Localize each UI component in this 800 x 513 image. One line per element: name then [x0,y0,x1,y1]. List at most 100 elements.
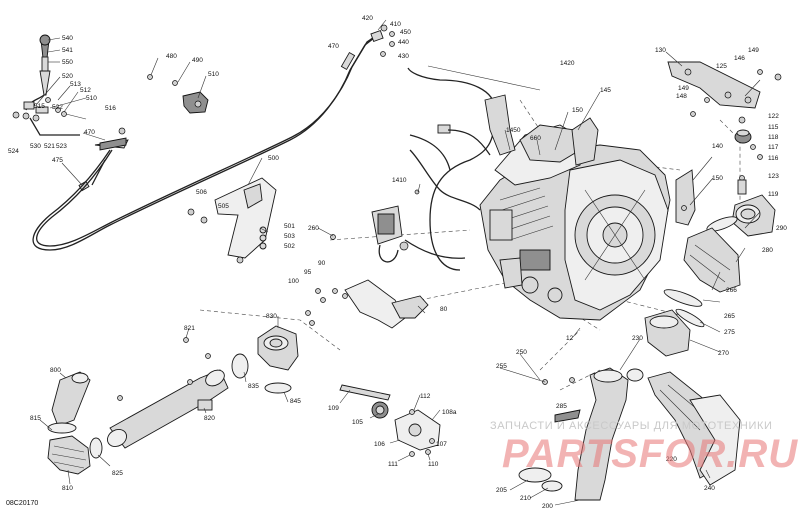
callout-480: 480 [166,53,177,60]
callout-541: 541 [62,47,73,54]
callout-150-right: 150 [712,175,723,182]
engine-mount-bracket [667,61,782,117]
callout-503: 503 [284,233,295,240]
wiring-harness [404,67,496,271]
intake-adapter-270 [644,309,691,357]
callout-513: 513 [70,81,81,88]
callout-830: 830 [266,313,277,320]
clamp-205-210 [518,467,563,492]
callout-140: 140 [712,143,723,150]
callout-250: 250 [516,349,527,356]
callout-266: 266 [726,287,737,294]
callout-285: 285 [556,403,567,410]
callout-146: 146 [734,55,745,62]
callout-149-mid: 149 [678,85,689,92]
callout-122: 122 [768,113,779,120]
callout-148: 148 [676,93,687,100]
exhaust-elbow-800 [51,371,91,427]
callout-12: 12 [566,335,574,342]
callout-845: 845 [290,398,301,405]
callout-115: 115 [768,124,779,131]
callout-520: 520 [62,73,73,80]
throttle-pedal-linkage [305,279,429,329]
callout-110: 110 [428,461,439,468]
callout-490: 490 [192,57,203,64]
callout-450: 450 [400,29,411,36]
callout-255: 255 [496,363,507,370]
callout-440: 440 [398,39,409,46]
callout-270: 270 [718,350,729,357]
callout-512: 512 [80,87,91,94]
callout-240: 240 [704,485,715,492]
callout-210: 210 [520,495,531,502]
callout-470-left: 470 [84,129,95,136]
callout-107: 107 [436,441,447,448]
callout-100: 100 [288,278,299,285]
callout-149-top: 149 [748,47,759,54]
callout-660: 660 [530,135,541,142]
clamp-275 [675,308,705,328]
callout-labels: 540 541 550 520 513 512 510 515 522 516 … [8,15,787,510]
callout-516: 516 [105,105,116,112]
callout-111: 111 [388,461,398,468]
pedal-bracket [187,177,277,264]
callout-475: 475 [52,157,63,164]
diagram-reference-code: 08C20170 [6,500,39,507]
callout-800: 800 [50,367,61,374]
intake-boot-290 [731,194,776,237]
callout-108a: 108a [442,409,457,416]
callout-1410: 1410 [392,177,407,184]
callout-116: 116 [768,155,779,162]
callout-524: 524 [8,148,19,155]
callout-112: 112 [420,393,431,400]
watermark-logo: PARTSFOR.RU [502,432,799,476]
clamp-280 [706,216,738,232]
callout-825: 825 [112,470,123,477]
idler-gear-assembly [339,384,441,457]
callout-106: 106 [374,441,385,448]
callout-501: 501 [284,223,295,230]
callout-430: 430 [398,53,409,60]
callout-290: 290 [776,225,787,232]
callout-145: 145 [600,87,611,94]
callout-220: 220 [666,456,677,463]
callout-109: 109 [328,405,339,412]
sensor-module [330,189,420,263]
callout-810: 810 [62,485,73,492]
callout-95: 95 [304,269,312,276]
exhaust-elbow-830 [257,325,299,371]
callout-523: 523 [56,143,67,150]
throttle-body-clip-parts [147,74,209,114]
callout-835: 835 [248,383,259,390]
callout-505: 505 [218,203,229,210]
clamp-285 [554,409,581,423]
callout-90: 90 [318,260,326,267]
callout-550: 550 [62,59,73,66]
callout-521: 521 [44,143,55,150]
callout-502: 502 [284,243,295,250]
callout-470-top: 470 [328,43,339,50]
callout-117: 117 [768,144,779,151]
clamp-845 [264,382,292,394]
callout-815: 815 [30,415,41,422]
callout-410: 410 [390,21,401,28]
callout-510: 510 [86,95,97,102]
shift-lever-assembly [12,34,80,136]
callout-205: 205 [496,487,507,494]
callout-125: 125 [716,63,727,70]
callout-510-bracket: 510 [208,71,219,78]
callout-540: 540 [62,35,73,42]
side-bracket [675,169,696,226]
engine-mount-stack [734,116,763,195]
callout-530: 530 [30,143,41,150]
callout-260: 260 [308,225,319,232]
clamp-825 [89,437,103,459]
clamp-230 [626,368,644,382]
callout-119: 119 [768,191,779,198]
heat-shield-240 [689,394,741,486]
callout-1450: 1450 [506,127,521,134]
callout-280: 280 [762,247,773,254]
clamp-815 [47,422,77,434]
intake-duct-266 [683,227,741,293]
callout-420: 420 [362,15,373,22]
